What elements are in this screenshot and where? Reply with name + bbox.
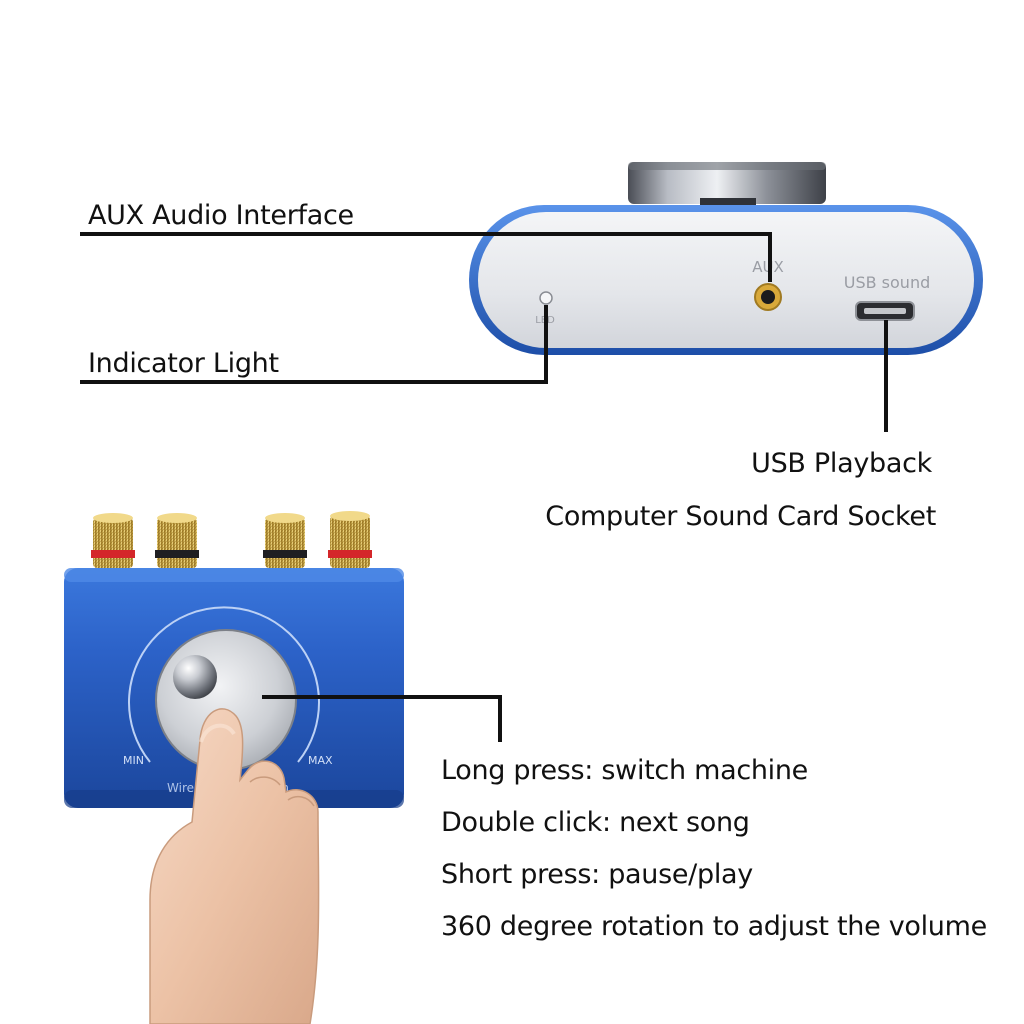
- binding-post: [155, 513, 199, 568]
- usb-sound-marking: USB sound: [844, 273, 931, 292]
- volume-scale-arc: [128, 606, 320, 763]
- indicator-light-label: Indicator Light: [88, 348, 279, 379]
- led-leader-line: [80, 305, 548, 384]
- silver-side-panel: [478, 212, 974, 348]
- led-indicator: [539, 291, 553, 305]
- amplifier-side-view: LED AUX USB sound: [469, 162, 983, 355]
- aux-audio-interface-label: AUX Audio Interface: [88, 200, 354, 231]
- aux-leader-line: [80, 232, 772, 282]
- usb-playback-label: USB Playback: [751, 448, 932, 479]
- binding-post: [91, 513, 135, 568]
- binding-post: [328, 511, 372, 568]
- min-marking: MIN: [123, 754, 144, 767]
- binding-posts: [91, 511, 372, 568]
- long-press-caption: Long press: switch machine: [441, 755, 808, 786]
- short-press-caption: Short press: pause/play: [441, 859, 753, 890]
- knob-leader-line: [262, 695, 502, 742]
- binding-post: [263, 513, 307, 568]
- amplifier-front-view: MIN MAX Wireless Connection: [64, 511, 404, 808]
- double-click-caption: Double click: next song: [441, 807, 750, 838]
- max-marking: MAX: [308, 754, 333, 767]
- top-knob: [628, 162, 826, 204]
- rotation-caption: 360 degree rotation to adjust the volume: [441, 911, 987, 942]
- pointing-hand: [149, 708, 320, 1024]
- leader-lines-top: [80, 232, 888, 432]
- sound-card-socket-label: Computer Sound Card Socket: [545, 501, 936, 532]
